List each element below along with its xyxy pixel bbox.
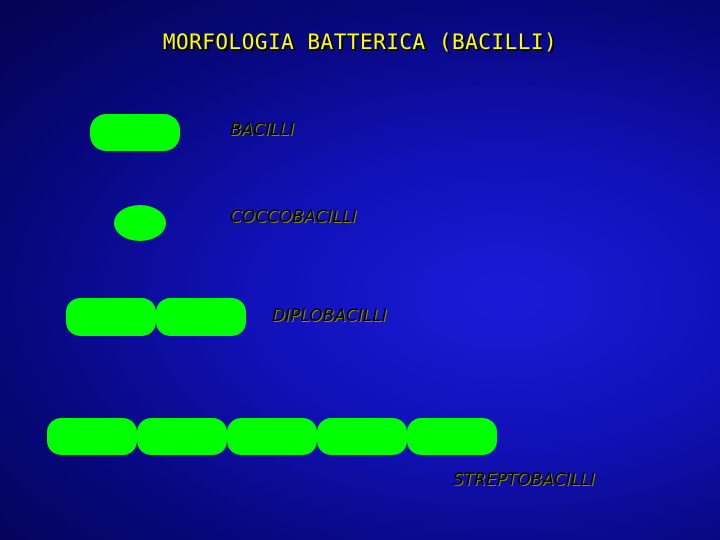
label-streptobacilli: STREPTOBACILLI [453,470,595,490]
streptobacillus-cell-1 [47,418,137,455]
streptobacillus-cell-5 [407,418,497,455]
label-bacilli: BACILLI [230,120,295,140]
label-coccobacilli: COCCOBACILLI [230,207,357,227]
bacillus-cell [90,114,180,151]
streptobacillus-cell-2 [137,418,227,455]
diplobacillus-cell-1 [66,298,156,336]
coccobacillus-cell [114,205,166,241]
diplobacillus-cell-2 [156,298,246,336]
streptobacillus-cell-3 [227,418,317,455]
label-diplobacilli: DIPLOBACILLI [272,306,387,326]
slide-title: MORFOLOGIA BATTERICA (BACILLI) [162,30,558,54]
streptobacillus-cell-4 [317,418,407,455]
